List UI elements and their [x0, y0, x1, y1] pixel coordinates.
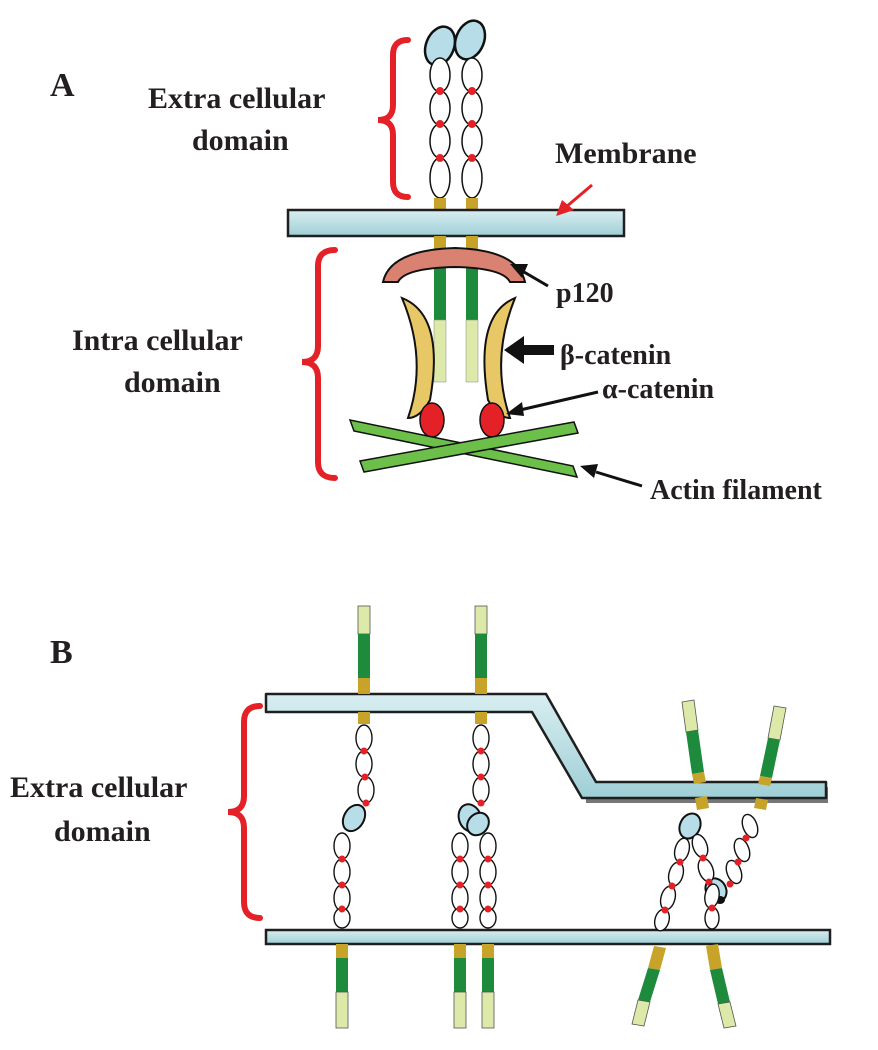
cadherin-b1-upper [341, 605, 375, 833]
alpha-catenin-label: α-catenin [602, 374, 714, 405]
cadherin-b2-lower-right [479, 832, 497, 1029]
panel-a-intracellular-label-line1: Intra cellular [72, 324, 243, 357]
beta-catenin-arrow [504, 336, 554, 364]
extracellular-bracket-b [227, 703, 263, 921]
membrane-a [286, 208, 626, 238]
actin-filament-2 [358, 421, 580, 473]
beta-catenin-right [483, 296, 517, 420]
intracellular-bracket-a [301, 247, 338, 481]
panel-b-letter: B [50, 634, 73, 671]
panel-a-intracellular-label-line2: domain [124, 366, 221, 399]
panel-a: A Extra cellular domain [50, 19, 823, 506]
beta-catenin-left [400, 296, 435, 420]
panel-a-extracellular-label-line1: Extra cellular [148, 82, 325, 115]
alpha-catenin-left [419, 402, 445, 438]
cadherin-b3-lower-right [704, 883, 737, 1029]
cadherin-b3-lower-left [631, 833, 715, 1027]
cadherin-b2-upper [457, 605, 490, 837]
beta-catenin-label: β-catenin [560, 340, 672, 371]
panel-b-extracellular-label-line1: Extra cellular [10, 771, 187, 804]
membrane-b-upper [264, 692, 828, 803]
membrane-label: Membrane [555, 137, 697, 170]
cadherin-strand-right-a [453, 19, 487, 210]
panel-b-extracellular-label-line2: domain [54, 815, 151, 848]
alpha-catenin-right [479, 402, 505, 438]
cadherin-b3-upper-right [704, 705, 787, 904]
actin-filament-arrow [580, 464, 643, 488]
extracellular-bracket-a [377, 37, 411, 200]
cadherin-b2-lower-left [451, 832, 469, 1029]
membrane-arrow [556, 183, 593, 216]
p120-label: p120 [556, 278, 614, 309]
panel-a-extracellular-label-line2: domain [192, 124, 289, 157]
actin-filament-label: Actin filament [650, 475, 823, 506]
alpha-catenin-arrow [506, 390, 599, 416]
cadherin-b3-upper-left [653, 699, 709, 932]
p120-arrow [510, 264, 549, 288]
panel-a-letter: A [50, 67, 75, 104]
membrane-b-lower [264, 928, 832, 946]
cadherin-strand-left-a [423, 25, 457, 210]
cadherin-b1-lower [333, 832, 351, 1029]
panel-b: B Extra cellular domain [10, 605, 832, 1029]
p120-protein [381, 246, 527, 283]
